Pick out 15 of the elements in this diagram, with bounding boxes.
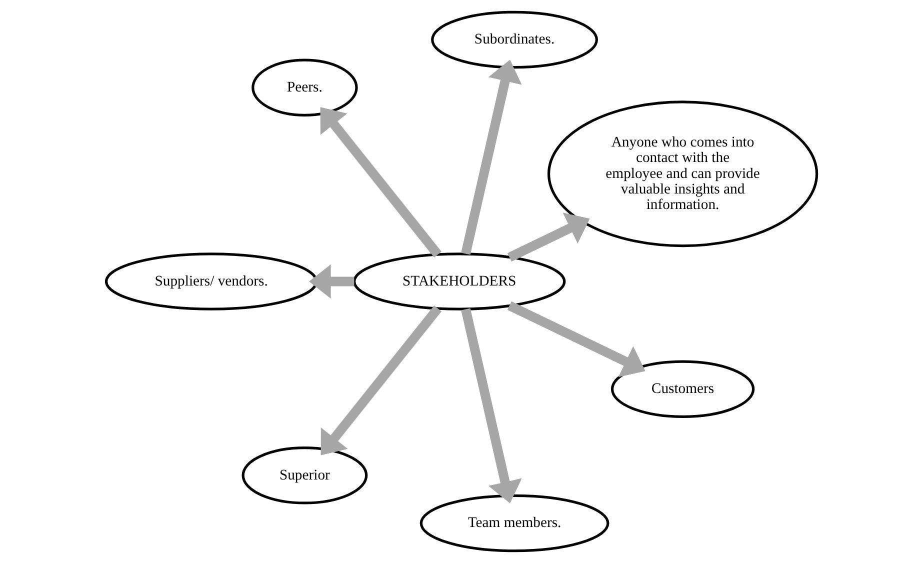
arrow — [320, 306, 442, 456]
node-ellipse: Peers. — [252, 58, 358, 116]
arrow — [461, 308, 522, 504]
node-ellipse: Anyone who comes into contact with the employee and can provide valuable insights and information. — [547, 100, 818, 248]
node-ellipse: Team members. — [420, 494, 610, 552]
node-ellipse: Subordinates. — [431, 10, 598, 69]
node-ellipse: Customers — [610, 360, 755, 418]
arrow — [461, 60, 522, 255]
node-ellipse: Superior — [242, 446, 368, 504]
arrow — [507, 301, 646, 378]
node-ellipse: Suppliers/ vendors. — [104, 252, 318, 310]
arrow — [309, 264, 354, 299]
arrow — [507, 212, 590, 262]
arrow — [320, 107, 442, 258]
node-ellipse: STAKEHOLDERS — [352, 252, 566, 310]
